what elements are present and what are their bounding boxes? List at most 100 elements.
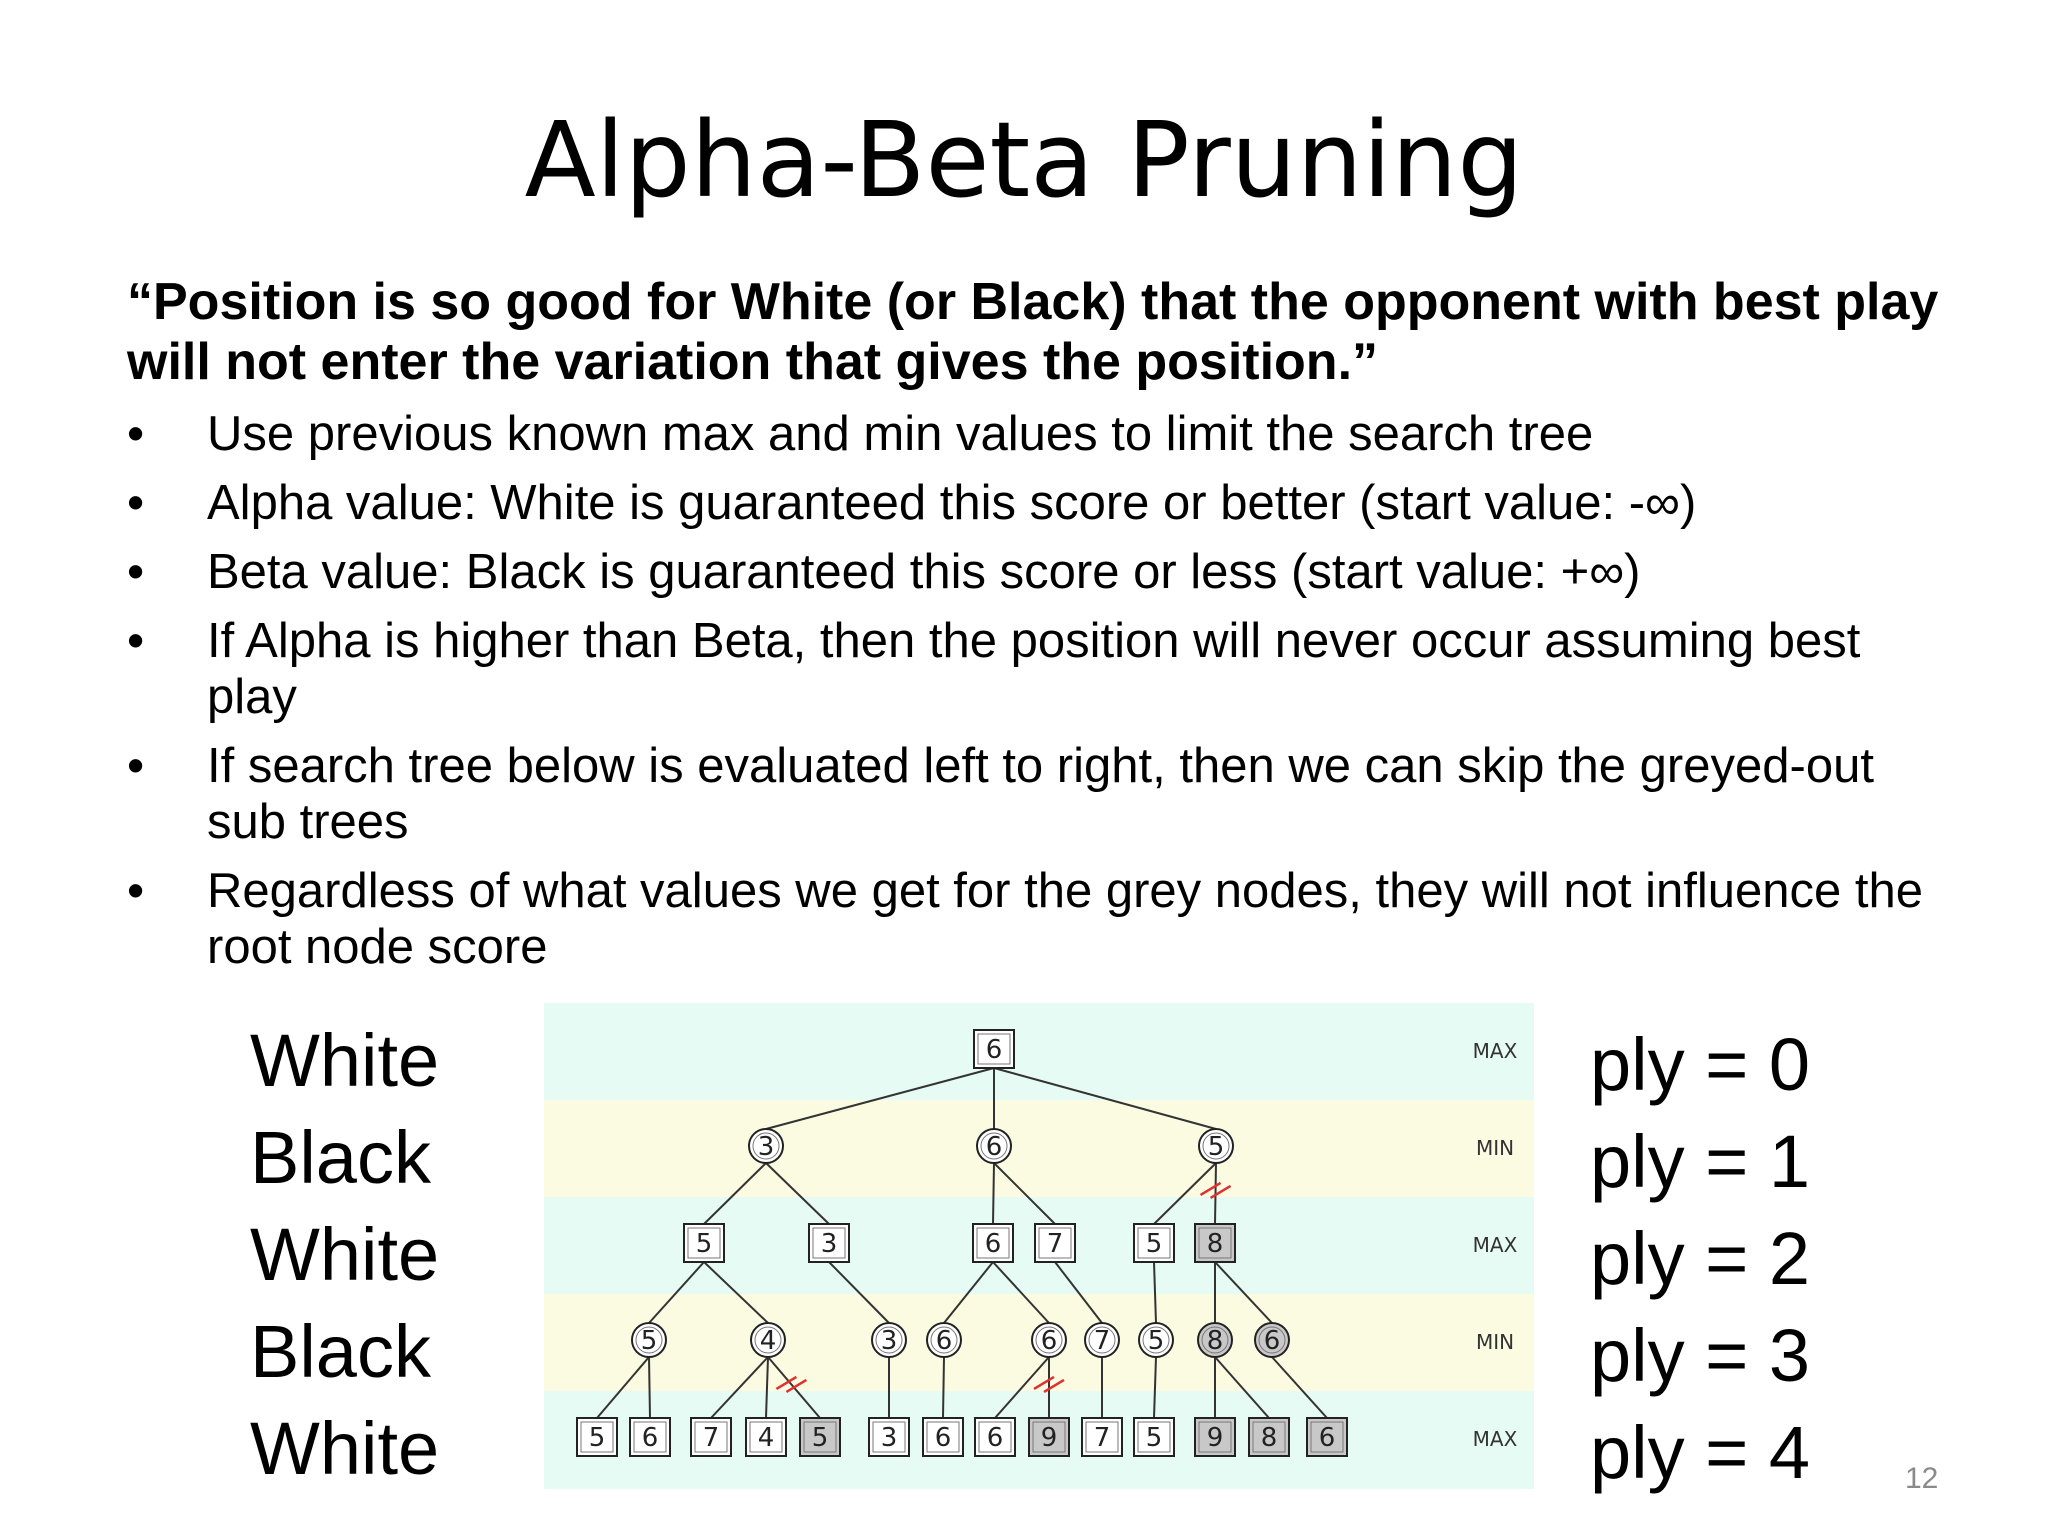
node-value: 7	[1047, 1229, 1064, 1259]
max-node-inner-box	[1137, 1227, 1171, 1259]
max-node-box	[974, 1417, 1016, 1457]
tree-node: 7	[1081, 1417, 1123, 1457]
max-node-box	[973, 1029, 1015, 1069]
bullet-dot: •	[127, 614, 145, 668]
tree-edge	[993, 1162, 1056, 1225]
slide-title: Alpha-Beta Pruning	[524, 99, 1524, 221]
tree-edge	[703, 1261, 769, 1324]
tree-node: 6	[926, 1322, 962, 1358]
min-node-inner-circle	[752, 1132, 780, 1160]
bullet-dot: •	[127, 545, 145, 599]
tree-edge	[765, 1162, 830, 1225]
max-node-box	[972, 1223, 1014, 1263]
tree-edge	[648, 1356, 651, 1419]
min-node-circle	[1031, 1322, 1067, 1358]
max-node-box	[1194, 1223, 1236, 1263]
bullet-list: •Use previous known max and min values t…	[127, 406, 1957, 988]
min-node-inner-circle	[930, 1326, 958, 1354]
max-node-box	[629, 1417, 671, 1457]
max-node-box	[868, 1417, 910, 1457]
prune-cut-mark	[1199, 1181, 1222, 1197]
max-node-inner-box	[926, 1421, 960, 1453]
max-node-box	[799, 1417, 841, 1457]
tree-node: 5	[1133, 1223, 1175, 1263]
node-value: 5	[812, 1423, 829, 1453]
bullet-dot: •	[127, 407, 145, 461]
node-value: 5	[1208, 1132, 1225, 1162]
tree-edge	[994, 1356, 1050, 1419]
tree-node: 7	[690, 1417, 732, 1457]
tree-edge	[1153, 1162, 1217, 1225]
max-node-inner-box	[803, 1421, 837, 1453]
tree-edge	[992, 1261, 1050, 1324]
max-node-inner-box	[1032, 1421, 1066, 1453]
bullet-item: •If search tree below is evaluated left …	[127, 738, 1957, 850]
bullet-text: Beta value: Black is guaranteed this sco…	[207, 545, 1641, 599]
tree-edge	[992, 1162, 995, 1225]
max-node-inner-box	[749, 1421, 783, 1453]
min-node-inner-circle	[1258, 1326, 1286, 1354]
prune-cut-mark	[785, 1378, 808, 1394]
level-label: MIN	[1476, 1330, 1514, 1354]
node-value: 6	[987, 1423, 1004, 1453]
max-level-band	[544, 1003, 1534, 1101]
tree-edge	[1153, 1356, 1157, 1419]
node-value: 7	[1094, 1326, 1111, 1356]
pruned-tree-node: 5	[799, 1417, 841, 1457]
ply-label: ply = 3	[1590, 1314, 1811, 1397]
max-node-inner-box	[633, 1421, 667, 1453]
bullet-text: If search tree below is evaluated left t…	[207, 739, 1874, 849]
min-node-inner-circle	[1142, 1326, 1170, 1354]
min-node-inner-circle	[1202, 1132, 1230, 1160]
min-node-inner-circle	[875, 1326, 903, 1354]
min-node-circle	[1084, 1322, 1120, 1358]
tree-node: 5	[1138, 1322, 1174, 1358]
bullet-text: Alpha value: White is guaranteed this sc…	[207, 476, 1697, 530]
node-value: 8	[1261, 1423, 1278, 1453]
min-node-inner-circle	[1088, 1326, 1116, 1354]
quote-text: “Position is so good for White (or Black…	[127, 273, 1939, 391]
max-node-box	[1034, 1223, 1076, 1263]
pruned-tree-node: 6	[1306, 1417, 1348, 1457]
tree-node: 6	[976, 1128, 1012, 1164]
tree-node: 6	[922, 1417, 964, 1457]
min-node-circle	[1197, 1322, 1233, 1358]
prune-cut-mark	[1209, 1184, 1232, 1200]
pruned-tree-node: 6	[1254, 1322, 1290, 1358]
bullet-item: • If Alpha is higher than Beta, then the …	[127, 613, 1957, 725]
tree-node: 7	[1084, 1322, 1120, 1358]
level-label: MAX	[1473, 1427, 1518, 1451]
max-node-box	[922, 1417, 964, 1457]
min-node-circle	[631, 1322, 667, 1358]
node-value: 3	[881, 1326, 898, 1356]
ply-label: ply = 2	[1590, 1217, 1811, 1300]
max-node-inner-box	[977, 1033, 1011, 1065]
min-node-circle	[1254, 1322, 1290, 1358]
bullet-item: • Beta value: Black is guaranteed this sc…	[127, 544, 1957, 600]
min-node-inner-circle	[754, 1326, 782, 1354]
max-node-inner-box	[976, 1227, 1010, 1259]
max-node-box	[1248, 1417, 1290, 1457]
min-node-circle	[976, 1128, 1012, 1164]
ply-label: ply = 1	[1590, 1120, 1811, 1203]
tree-node: 5	[683, 1223, 725, 1263]
node-value: 9	[1207, 1423, 1224, 1453]
tree-edge	[1054, 1261, 1103, 1324]
min-node-circle	[871, 1322, 907, 1358]
max-node-inner-box	[694, 1421, 728, 1453]
tree-edge	[1214, 1356, 1270, 1419]
max-node-inner-box	[978, 1421, 1012, 1453]
tree-node: 4	[745, 1417, 787, 1457]
player-label: Black	[250, 1116, 431, 1199]
ply-labels: ply = 0 ply = 1 ply = 2 ply = 3 ply = 4	[1590, 1016, 1810, 1501]
tree-edge	[648, 1261, 705, 1324]
min-node-circle	[1138, 1322, 1174, 1358]
node-value: 6	[1319, 1423, 1336, 1453]
bullet-text: If Alpha is higher than Beta, then the p…	[207, 614, 1861, 724]
max-node-box	[745, 1417, 787, 1457]
node-value: 6	[936, 1326, 953, 1356]
node-value: 9	[1041, 1423, 1058, 1453]
max-node-inner-box	[812, 1227, 846, 1259]
max-node-box	[683, 1223, 725, 1263]
